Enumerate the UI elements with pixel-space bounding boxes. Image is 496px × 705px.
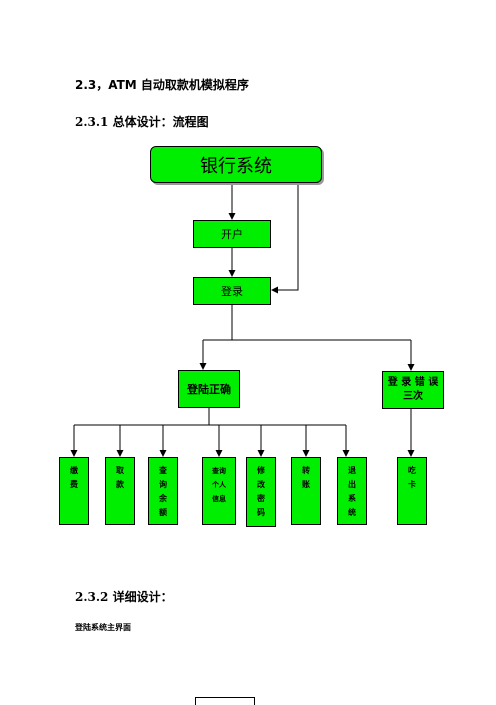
node-char: 退 — [348, 466, 356, 475]
node-char: 个人 — [212, 481, 226, 489]
subsection-detail-design: 2.3.2 详细设计： — [75, 590, 173, 604]
flowchart-node-exit-system: 退 出 系 统 — [337, 457, 367, 525]
node-char: 改 — [257, 480, 265, 489]
node-char: 取 — [116, 466, 124, 475]
node-char: 询 — [159, 480, 167, 489]
flowchart-node-bank-system: 银行系统 — [150, 146, 322, 183]
paragraph-login-main-screen: 登陆系统主界面 — [75, 623, 131, 632]
subsection-overall-design: 2.3.1 总体设计：流程图 — [75, 115, 209, 129]
node-char: 吃 — [408, 466, 416, 475]
node-char: 缴 — [70, 466, 78, 475]
node-char: 码 — [257, 508, 265, 517]
node-char: 查询 — [212, 467, 226, 475]
node-char: 款 — [116, 480, 124, 489]
node-char: 修 — [257, 466, 265, 475]
node-char: 查 — [159, 466, 167, 475]
node-char: 卡 — [408, 480, 416, 489]
node-char: 出 — [348, 480, 356, 489]
flowchart-node-check-balance: 查 询 余 额 — [148, 457, 178, 525]
section-title: 2.3，ATM 自动取款机模拟程序 — [75, 78, 249, 92]
node-char: 信息 — [212, 495, 226, 503]
node-char: 余 — [159, 494, 167, 503]
node-char: 账 — [302, 480, 310, 489]
figure-frame-top — [195, 697, 255, 705]
node-char: 统 — [348, 508, 356, 517]
flowchart-node-open-account: 开户 — [193, 220, 271, 248]
node-char: 额 — [159, 508, 167, 517]
flowchart-node-transfer: 转 账 — [291, 457, 321, 525]
flowchart-node-login: 登录 — [193, 277, 271, 305]
flowchart-node-change-password: 修 改 密 码 — [246, 457, 276, 527]
node-char: 系 — [348, 494, 356, 503]
flowchart-node-login-error-three-times: 登 录 错 误 三次 — [382, 371, 444, 409]
node-char: 费 — [70, 480, 78, 489]
node-char: 密 — [257, 494, 265, 503]
node-char: 转 — [302, 466, 310, 475]
flowchart-node-pay-fees: 缴 费 — [59, 457, 89, 525]
flowchart-node-withdraw: 取 款 — [105, 457, 135, 525]
flowchart-node-check-personal-info: 查询 个人 信息 — [202, 457, 236, 525]
flowchart-node-login-correct: 登陆正确 — [178, 370, 240, 408]
flowchart-node-retain-card: 吃 卡 — [397, 457, 427, 525]
